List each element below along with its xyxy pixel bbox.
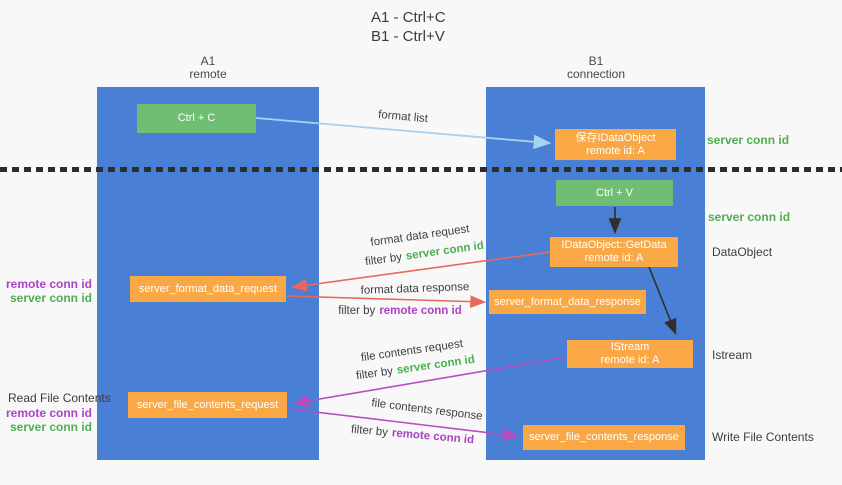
istream-line2: remote id: A: [600, 354, 660, 366]
save-dataobject-line1: 保存IDataObject: [575, 131, 656, 144]
annotation-read-file-contents: Read File Contents: [8, 391, 111, 405]
istream-line1: IStream: [610, 341, 650, 353]
node-ctrl-c: Ctrl + C: [137, 104, 256, 133]
column-b-name: B1: [588, 54, 604, 68]
node-save-dataobject: 保存IDataObject remote id: A: [555, 129, 676, 160]
save-dataobject-line2: remote id: A: [586, 144, 645, 157]
server-file-contents-request-label: server_file_contents_request: [136, 398, 279, 411]
getdata-line2: remote id: A: [584, 252, 644, 264]
filter-by-text: filter by: [338, 305, 376, 317]
node-server-file-contents-response: server_file_contents_response: [523, 425, 685, 450]
column-a-header: A1 remote: [148, 55, 268, 81]
arrow-getdata-to-istream: [648, 266, 677, 335]
annotation-dataobject: DataObject: [712, 245, 773, 259]
node-server-format-data-request: server_format_data_request: [130, 276, 286, 302]
annotation-server-conn-id-upper-left: server conn id: [9, 291, 92, 305]
ctrl-v-label: Ctrl + V: [596, 186, 633, 199]
annotation-remote-conn-id-upper-left: remote conn id: [5, 277, 92, 291]
annotation-server-conn-id-top-right: server conn id: [707, 133, 790, 147]
annotation-server-conn-id-lower-left: server conn id: [9, 420, 92, 434]
ctrl-c-label: Ctrl + C: [177, 112, 216, 124]
annotation-istream: Istream: [712, 348, 753, 362]
arrow-format-data-response: [286, 295, 487, 309]
server-file-contents-response-label: server_file_contents_response: [529, 431, 679, 443]
node-server-file-contents-request: server_file_contents_request: [128, 392, 287, 418]
column-a-name: A1: [200, 54, 216, 68]
node-ctrl-v: Ctrl + V: [556, 180, 673, 206]
column-b-header: B1 connection: [536, 55, 656, 81]
arrow-format-list: [255, 117, 552, 149]
title-line-2: B1 - Ctrl+V: [371, 28, 445, 45]
session-divider-dotted-line: [0, 167, 842, 172]
column-a-role: remote: [189, 67, 227, 81]
arrow-file-contents-response: [289, 408, 520, 441]
arrow-format-data-request: [290, 251, 551, 292]
node-idataobject-getdata: IDataObject::GetData remote id: A: [550, 237, 678, 267]
server-format-data-request-label: server_format_data_request: [138, 282, 278, 295]
server-format-data-response-label: server_format_data_response: [494, 295, 641, 308]
title-line-1: A1 - Ctrl+C: [371, 9, 446, 26]
node-istream: IStream remote id: A: [567, 340, 693, 368]
annotation-write-file-contents: Write File Contents: [712, 430, 814, 444]
column-b-role: connection: [566, 67, 626, 81]
diagram-title: A1 - Ctrl+C B1 - Ctrl+V: [371, 8, 446, 46]
getdata-line1: IDataObject::GetData: [561, 239, 667, 251]
remote-conn-id-text: remote conn id: [379, 305, 462, 317]
arrow-file-contents-request: [292, 356, 568, 408]
annotation-server-conn-id-mid-right: server conn id: [708, 210, 791, 224]
node-server-format-data-response: server_format_data_response: [489, 290, 646, 314]
annotation-remote-conn-id-lower-left: remote conn id: [5, 406, 92, 420]
